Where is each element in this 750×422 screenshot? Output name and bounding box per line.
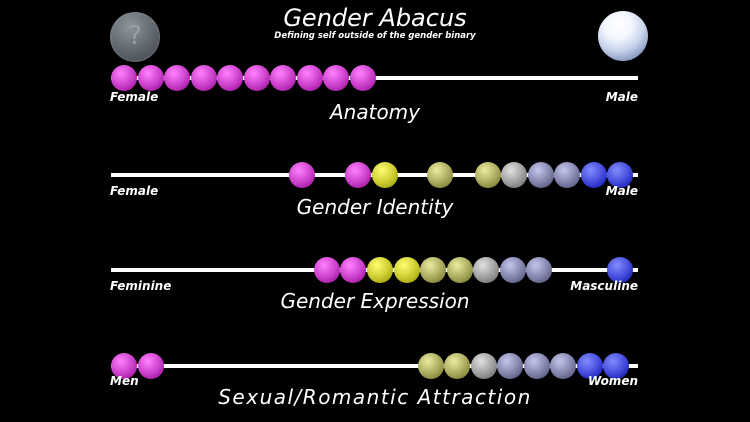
- bead-gray[interactable]: [501, 162, 528, 188]
- bead-magenta[interactable]: [164, 65, 191, 91]
- bead-olive[interactable]: [474, 162, 501, 188]
- help-glyph: ?: [128, 21, 142, 51]
- bead-magenta[interactable]: [243, 65, 270, 91]
- bead-slate[interactable]: [523, 353, 550, 379]
- left-label: Men: [110, 374, 139, 388]
- bead-yellow[interactable]: [367, 257, 393, 283]
- bead-magenta[interactable]: [349, 65, 376, 91]
- bead-magenta[interactable]: [111, 353, 137, 379]
- app-subtitle: Defining self outside of the gender bina…: [274, 31, 476, 41]
- app-title: Gender Abacus: [283, 4, 467, 32]
- bead-magenta[interactable]: [137, 353, 164, 379]
- bead-olive[interactable]: [417, 353, 444, 379]
- bead-slate[interactable]: [554, 162, 581, 188]
- bead-slate[interactable]: [527, 162, 554, 188]
- bead-gray[interactable]: [473, 257, 500, 283]
- bead-magenta[interactable]: [345, 162, 372, 188]
- slider-title: Gender Identity: [296, 195, 454, 219]
- bead-slate[interactable]: [526, 257, 553, 283]
- left-label: Female: [110, 90, 159, 104]
- slider-title: Sexual/Romantic Attraction: [218, 385, 532, 409]
- bead-olive[interactable]: [446, 257, 473, 283]
- bead-blue[interactable]: [606, 257, 633, 283]
- bead-magenta[interactable]: [313, 257, 340, 283]
- bead-magenta[interactable]: [270, 65, 297, 91]
- light-orb-icon[interactable]: [598, 11, 648, 61]
- bead-olive[interactable]: [426, 162, 453, 188]
- bead-blue[interactable]: [607, 162, 634, 188]
- bead-yellow[interactable]: [393, 257, 420, 283]
- bead-blue[interactable]: [603, 353, 630, 379]
- bead-yellow[interactable]: [372, 162, 399, 188]
- bead-magenta[interactable]: [288, 162, 315, 188]
- right-label: Women: [587, 374, 638, 388]
- bead-slate[interactable]: [499, 257, 526, 283]
- bead-blue[interactable]: [580, 162, 607, 188]
- bead-magenta[interactable]: [217, 65, 244, 91]
- bead-magenta[interactable]: [137, 65, 164, 91]
- slider-rail: [111, 364, 638, 368]
- slider-title: Gender Expression: [280, 289, 470, 313]
- right-label: Male: [605, 184, 638, 198]
- help-orb-icon[interactable]: ?: [110, 12, 160, 62]
- bead-magenta[interactable]: [323, 65, 350, 91]
- bead-olive[interactable]: [420, 257, 447, 283]
- bead-blue[interactable]: [576, 353, 603, 379]
- bead-slate[interactable]: [550, 353, 577, 379]
- bead-olive[interactable]: [444, 353, 471, 379]
- right-label: Male: [605, 90, 638, 104]
- bead-gray[interactable]: [470, 353, 497, 379]
- bead-slate[interactable]: [497, 353, 524, 379]
- bead-magenta[interactable]: [190, 65, 217, 91]
- right-label: Masculine: [570, 279, 638, 293]
- bead-magenta[interactable]: [296, 65, 323, 91]
- left-label: Female: [110, 184, 159, 198]
- slider-title: Anatomy: [329, 100, 420, 124]
- left-label: Feminine: [110, 279, 172, 293]
- bead-magenta[interactable]: [111, 65, 137, 91]
- bead-magenta[interactable]: [340, 257, 367, 283]
